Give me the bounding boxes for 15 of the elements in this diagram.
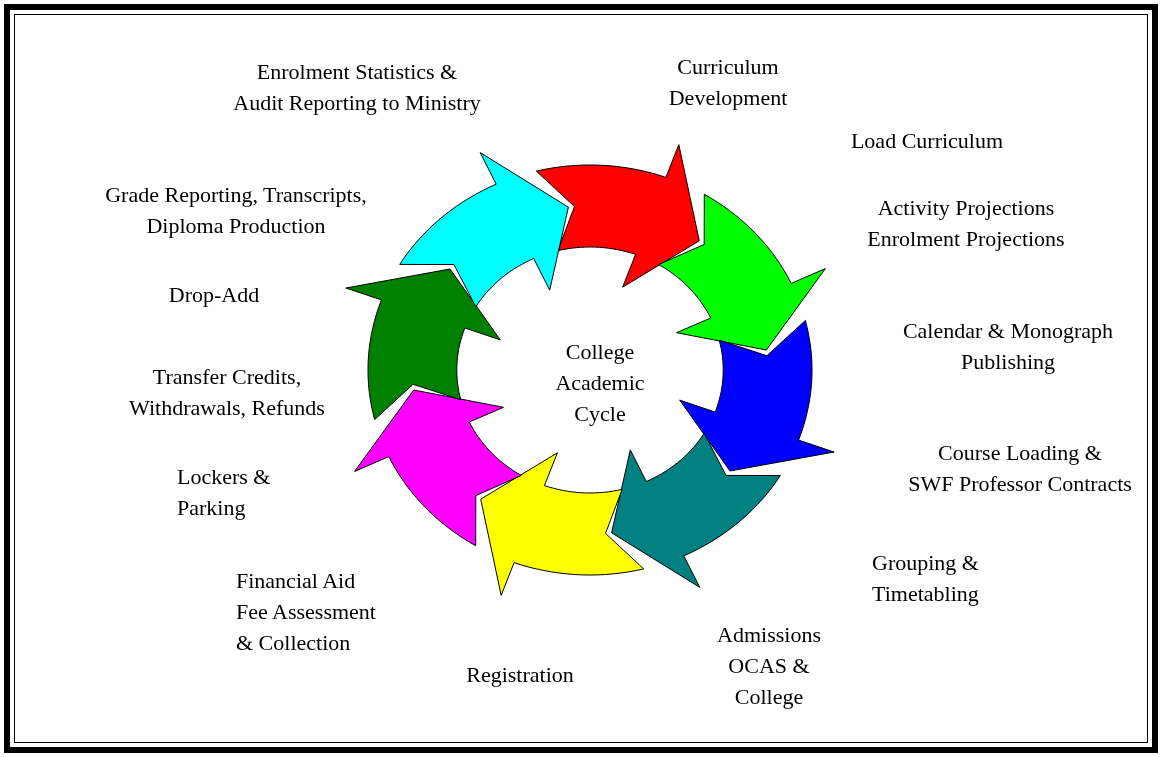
stage-label: Transfer Credits, Withdrawals, Refunds: [129, 363, 325, 422]
stage-label: Drop-Add: [168, 281, 260, 309]
stage-label: Curriculum Development: [668, 53, 788, 112]
stage-label: Grouping & Timetabling: [872, 549, 979, 608]
stage-label: Registration: [466, 661, 574, 689]
stage-label: Financial Aid Fee Assessment & Collection: [236, 567, 376, 657]
stage-label: Load Curriculum: [850, 127, 1004, 155]
stage-label: Admissions OCAS & College: [717, 621, 821, 711]
stage-label: Lockers & Parking: [177, 463, 271, 522]
stage-label: Enrolment Statistics & Audit Reporting to Ministry: [233, 58, 481, 117]
stage-label: Course Loading & SWF Professor Contracts: [908, 439, 1132, 498]
center-title: College Academic Cycle: [555, 336, 645, 429]
stage-label: Calendar & Monograph Publishing: [902, 317, 1114, 376]
stage-label: Grade Reporting, Transcripts, Diploma Production: [105, 181, 367, 240]
stage-label: Activity Projections Enrolment Projections: [867, 194, 1065, 253]
